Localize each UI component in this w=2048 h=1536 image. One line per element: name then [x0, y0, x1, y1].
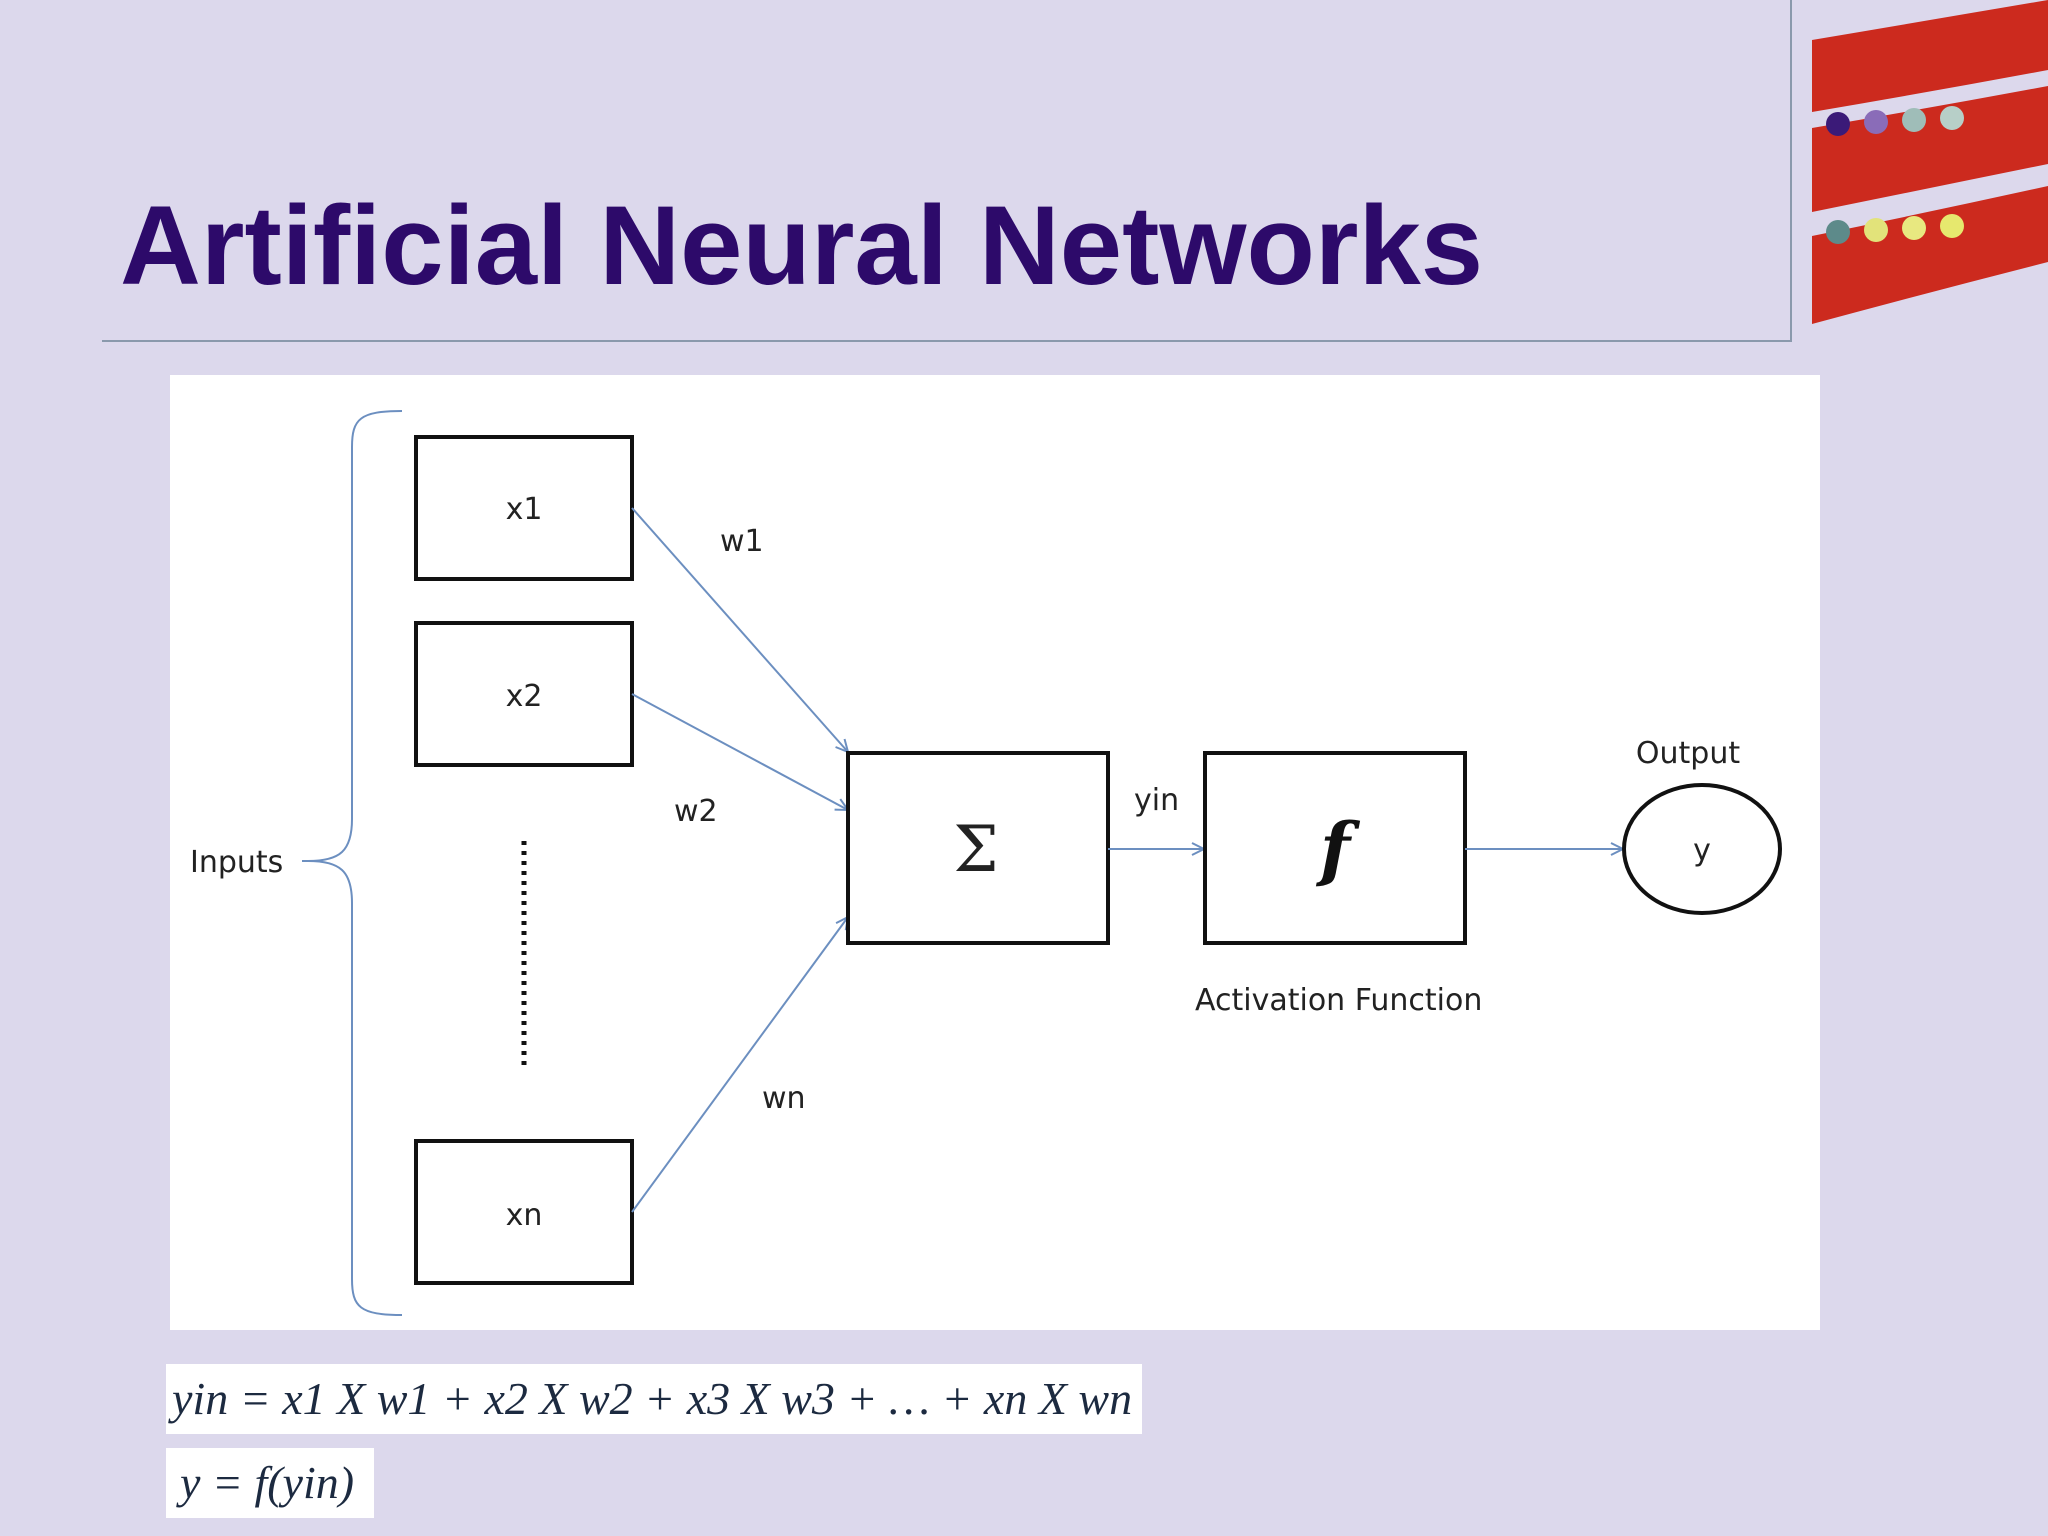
- arrow-x1-sum: [631, 507, 848, 752]
- slide-title: Artificial Neural Networks: [120, 183, 1484, 308]
- inputs-brace: [307, 410, 403, 1316]
- weight-w2: w2: [674, 794, 718, 829]
- equation-activation: y = f(yin): [166, 1448, 375, 1518]
- summation-symbol: Σ: [953, 813, 998, 887]
- input-node-x1-label: x1: [506, 492, 543, 527]
- activation-label: Activation Function: [1195, 983, 1482, 1018]
- title-divider: [102, 340, 1792, 342]
- arrow-x2-sum: [631, 693, 848, 810]
- output-node: [1622, 783, 1782, 915]
- arrow-xn-sum: [631, 917, 848, 1213]
- weight-wn: wn: [762, 1081, 806, 1116]
- summation-node: [846, 751, 1110, 945]
- scala-logo-icon: [1812, 0, 2048, 324]
- weight-w1: w1: [720, 524, 764, 559]
- input-node-xn-label: xn: [506, 1198, 543, 1233]
- output-label: Output: [1636, 736, 1740, 771]
- inputs-label: Inputs: [190, 845, 283, 880]
- input-node-x2-label: x2: [506, 679, 543, 714]
- activation-node: [1203, 751, 1467, 945]
- output-node-label: y: [1693, 833, 1711, 868]
- neuron-diagram: Inputs x1 x2 xn w1 w2 wn Σ yin f Activat…: [170, 375, 1820, 1330]
- vertical-divider: [1790, 0, 1792, 342]
- sum-output-label: yin: [1134, 783, 1179, 818]
- input-node-x2: [414, 621, 634, 767]
- equation-weighted-sum: yin = x1 X w1 + x2 X w2 + x3 X w3 + … + …: [166, 1364, 1143, 1434]
